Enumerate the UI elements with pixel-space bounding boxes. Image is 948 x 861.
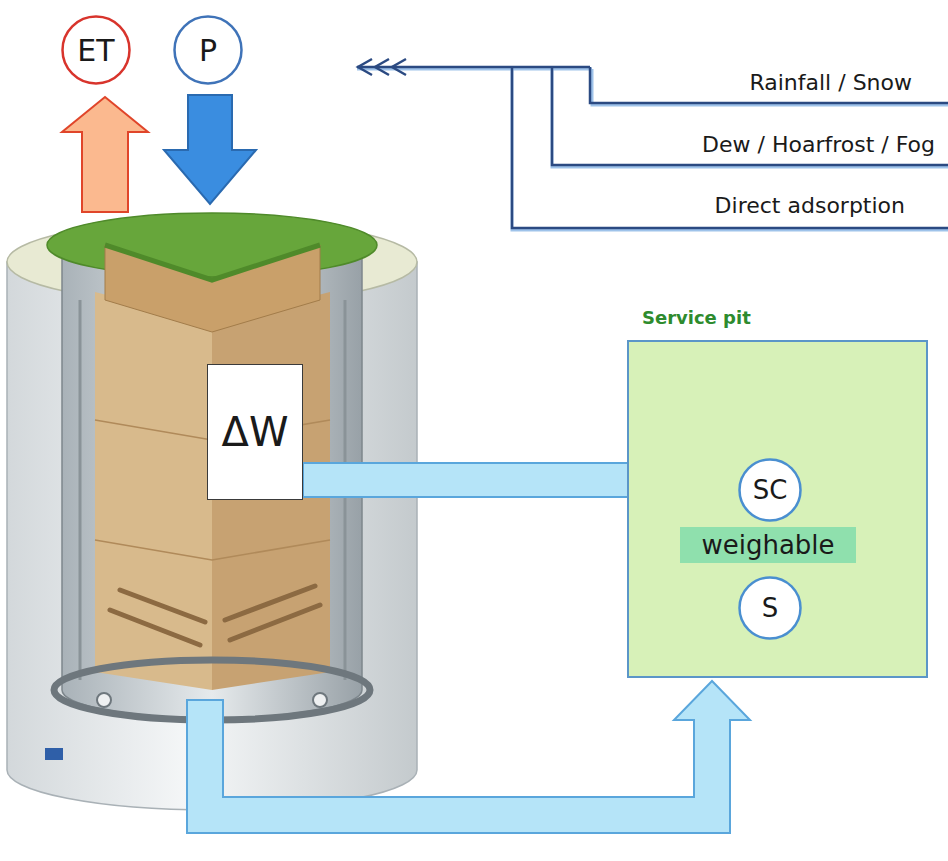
node-text: ET (77, 34, 114, 67)
label-text: Rainfall / Snow (749, 70, 912, 96)
chevron (375, 59, 389, 75)
storage-box: ΔW (207, 364, 303, 500)
drain-pipe (110, 586, 320, 645)
soil-cutaway-left (95, 292, 212, 690)
feed-line (357, 67, 948, 228)
circle-shape (63, 17, 130, 84)
grass-surface (47, 213, 377, 277)
precipitation-arrow (164, 95, 256, 204)
pit-heading: Service pit (642, 308, 751, 328)
load-cell (97, 693, 111, 707)
input-label: Direct adsorption (540, 193, 905, 219)
highlight-label: weighable (680, 527, 856, 563)
chevron (392, 59, 406, 75)
soil-profile (105, 245, 320, 332)
node-text: S (762, 594, 779, 623)
input-label: Dew / Hoarfrost / Fog (560, 132, 935, 158)
input-label: Rainfall / Snow (600, 70, 912, 96)
label-text: Dew / Hoarfrost / Fog (702, 132, 935, 158)
circle-shape (740, 578, 801, 639)
tank-circle: SC (738, 458, 802, 522)
service-pit: Service pitSC S (627, 298, 928, 678)
feed-line-shadow (357, 69, 948, 230)
circle-shape (740, 460, 801, 521)
load-cell (313, 693, 327, 707)
node-text: SC (753, 476, 788, 505)
grass-edge (105, 245, 320, 280)
precipitation-feed-lines (357, 59, 948, 230)
node-text: ΔW (222, 410, 289, 454)
seepage-arrow (187, 681, 750, 833)
node-text: P (199, 34, 217, 67)
label-text: weighable (701, 527, 834, 563)
label-text: Direct adsorption (715, 193, 905, 219)
maker-logo (45, 748, 63, 760)
evapotranspiration-arrow (62, 97, 148, 212)
chevron (358, 59, 372, 75)
flux-circle: ET (61, 15, 131, 85)
tank-circle: S (738, 576, 802, 640)
circle-shape (175, 17, 242, 84)
flux-circle: P (173, 15, 243, 85)
